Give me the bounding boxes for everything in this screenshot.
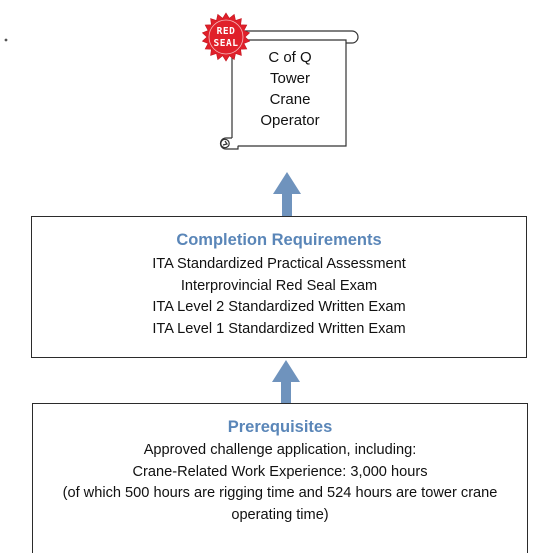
- certificate-title-line: Crane: [269, 91, 311, 108]
- diagram-canvas: RED SEAL: [4, 12, 359, 404]
- svg-text:SEAL: SEAL: [214, 38, 239, 49]
- completion-item: Interprovincial Red Seal Exam: [180, 277, 378, 294]
- certificate-title: C of Q Tower Crane Operator: [240, 47, 340, 131]
- arrow-to-completion: [272, 360, 300, 404]
- certificate-scroll-icon: [219, 30, 359, 150]
- completion-item: ITA Standardized Practical Assessment: [152, 256, 406, 272]
- certificate-title-line: Tower: [269, 70, 310, 87]
- prerequisites-box: Prerequisites Approved challenge applica…: [32, 403, 528, 553]
- prerequisite-item: Crane-Related Work Experience: 3,000 hou…: [132, 463, 428, 480]
- arrow-to-certificate: [273, 172, 301, 217]
- completion-item: ITA Level 2 Standardized Written Exam: [152, 299, 406, 315]
- stray-dot: [4, 38, 8, 42]
- completion-item: ITA Level 1 Standardized Written Exam: [152, 320, 406, 337]
- certificate-title-line: C of Q: [268, 49, 312, 66]
- certificate-title-line: Operator: [260, 112, 320, 129]
- svg-text:RED: RED: [217, 26, 236, 37]
- red-seal-icon: RED SEAL: [201, 12, 251, 62]
- prerequisite-item: (of which 500 hours are rigging time and…: [62, 485, 498, 523]
- prerequisite-item: Approved challenge application, includin…: [143, 442, 417, 458]
- completion-heading: Completion Requirements: [176, 231, 382, 249]
- prerequisites-heading: Prerequisites: [227, 418, 333, 436]
- completion-requirements-box: Completion Requirements ITA Standardized…: [31, 216, 527, 358]
